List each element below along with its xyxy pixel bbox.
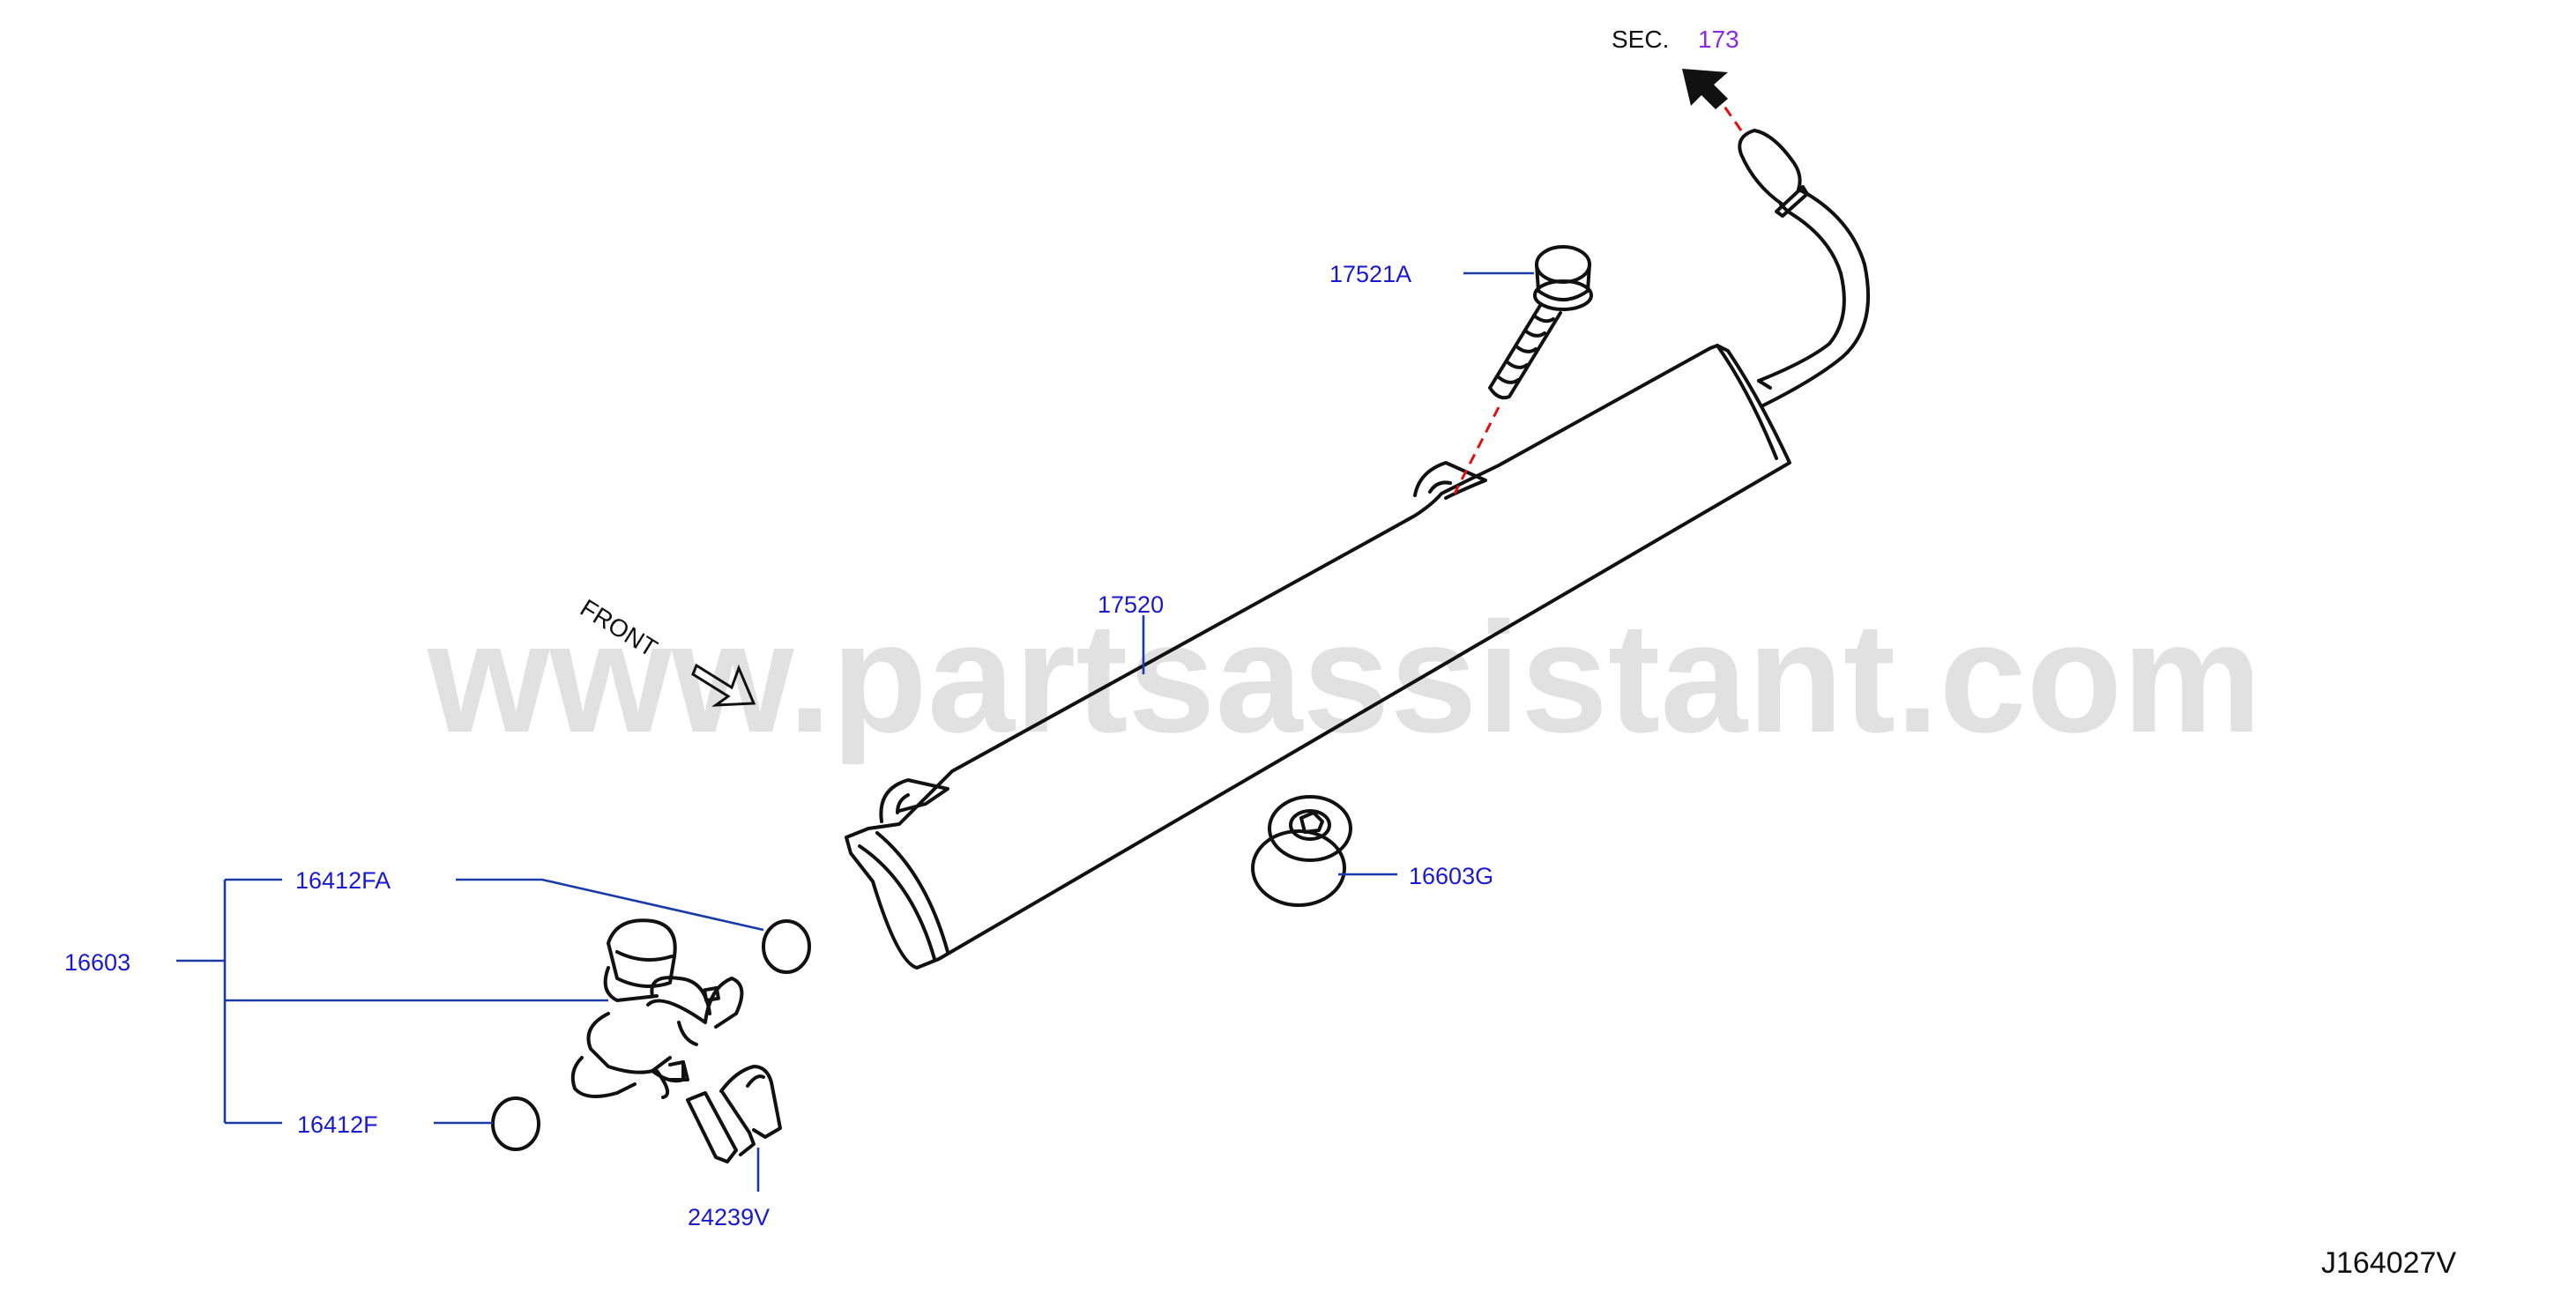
watermark-text: www.partsassistant.com bbox=[427, 590, 2262, 765]
section-ref-number[interactable]: 173 bbox=[1698, 26, 1739, 53]
callout-bolt[interactable]: 17521A bbox=[1329, 261, 1411, 287]
section-ref-prefix: SEC. bbox=[1612, 26, 1669, 53]
callout-upper-oring[interactable]: 16412FA bbox=[295, 867, 391, 894]
lower-oring-part[interactable] bbox=[491, 1096, 540, 1151]
callout-clip[interactable]: 24239V bbox=[688, 1204, 770, 1230]
fuel-rail-part[interactable] bbox=[845, 129, 1871, 970]
front-arrow-icon bbox=[691, 663, 756, 707]
injector-part[interactable] bbox=[570, 918, 744, 1099]
diagram-code: J164027V bbox=[2321, 1246, 2456, 1280]
insulator-part[interactable] bbox=[1251, 795, 1352, 907]
clip-part[interactable] bbox=[686, 1065, 782, 1163]
callout-insulator[interactable]: 16603G bbox=[1409, 863, 1493, 889]
callout-lower-oring[interactable]: 16412F bbox=[297, 1111, 378, 1138]
section-arrow-icon bbox=[1682, 69, 1728, 109]
bolt-reference-line bbox=[1453, 406, 1500, 494]
bolt-part[interactable] bbox=[1488, 245, 1593, 400]
callout-fuel-rail[interactable]: 17520 bbox=[1098, 591, 1164, 618]
upper-oring-part[interactable] bbox=[762, 919, 811, 974]
upper-oring-leader-line bbox=[456, 878, 764, 932]
callout-injector-assy[interactable]: 16603 bbox=[64, 949, 130, 976]
